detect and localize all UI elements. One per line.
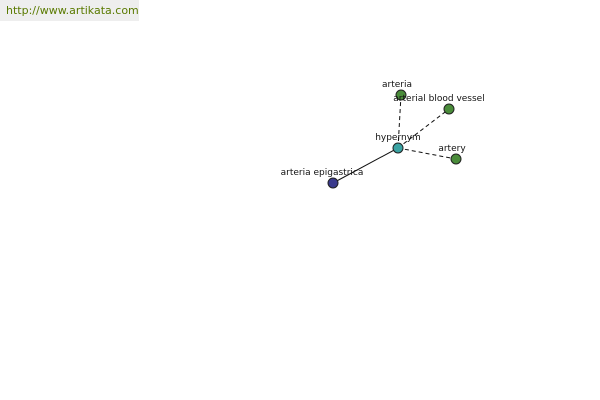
edge-artery — [397, 147, 457, 160]
node-arteria[interactable] — [395, 89, 407, 101]
label-arteria-epigastrica: arteria epigastrica — [281, 168, 364, 178]
node-arteria-epigastrica[interactable] — [327, 177, 339, 189]
graph-edges — [332, 94, 457, 184]
site-watermark[interactable]: http://www.artikata.com — [0, 0, 139, 21]
label-arterial-blood-vessel: arterial blood vessel — [393, 94, 484, 104]
graph-nodes — [327, 89, 462, 189]
edge-arterial-blood-vessel — [397, 108, 450, 149]
edge-arteria-epigastrica — [332, 147, 399, 184]
label-hypernym: hypernym — [375, 133, 421, 143]
label-artery: artery — [438, 144, 466, 154]
node-arterial-blood-vessel[interactable] — [443, 103, 455, 115]
edge-arteria — [397, 94, 402, 149]
node-hypernym[interactable] — [392, 142, 404, 154]
graph-labels: arteria arterial blood vessel artery arteri… — [281, 80, 485, 178]
label-arteria: arteria — [382, 80, 412, 90]
node-artery[interactable] — [450, 153, 462, 165]
